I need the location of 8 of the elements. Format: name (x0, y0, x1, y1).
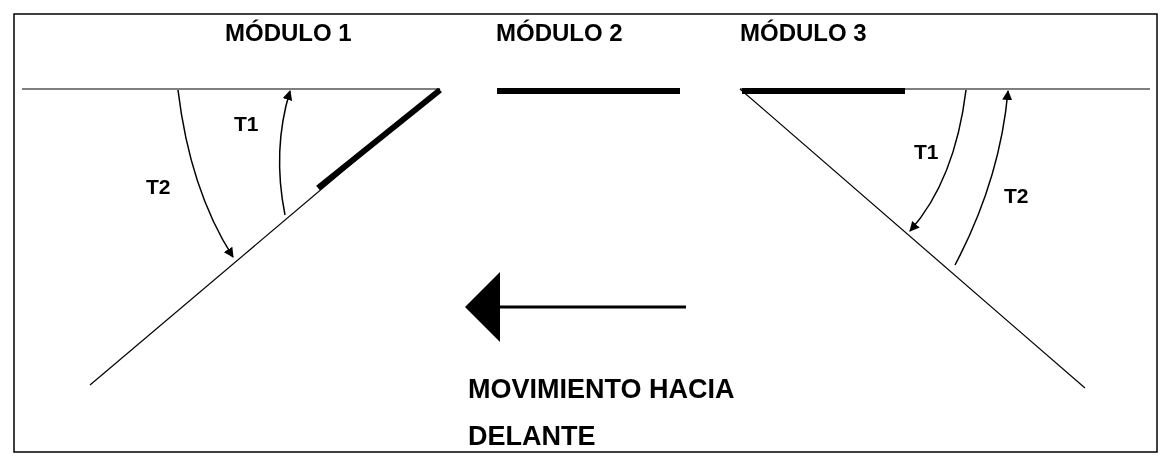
angle-label: T1 (234, 112, 259, 136)
angle-label: T2 (1004, 184, 1029, 208)
module-label: MÓDULO 2 (496, 20, 623, 47)
motion-caption: MOVIMIENTO HACIA DELANTE (468, 373, 735, 454)
module-label: MÓDULO 3 (740, 20, 867, 47)
module-label: MÓDULO 1 (225, 20, 352, 47)
angle-label: T1 (914, 140, 939, 164)
angle-label: T2 (146, 175, 171, 199)
